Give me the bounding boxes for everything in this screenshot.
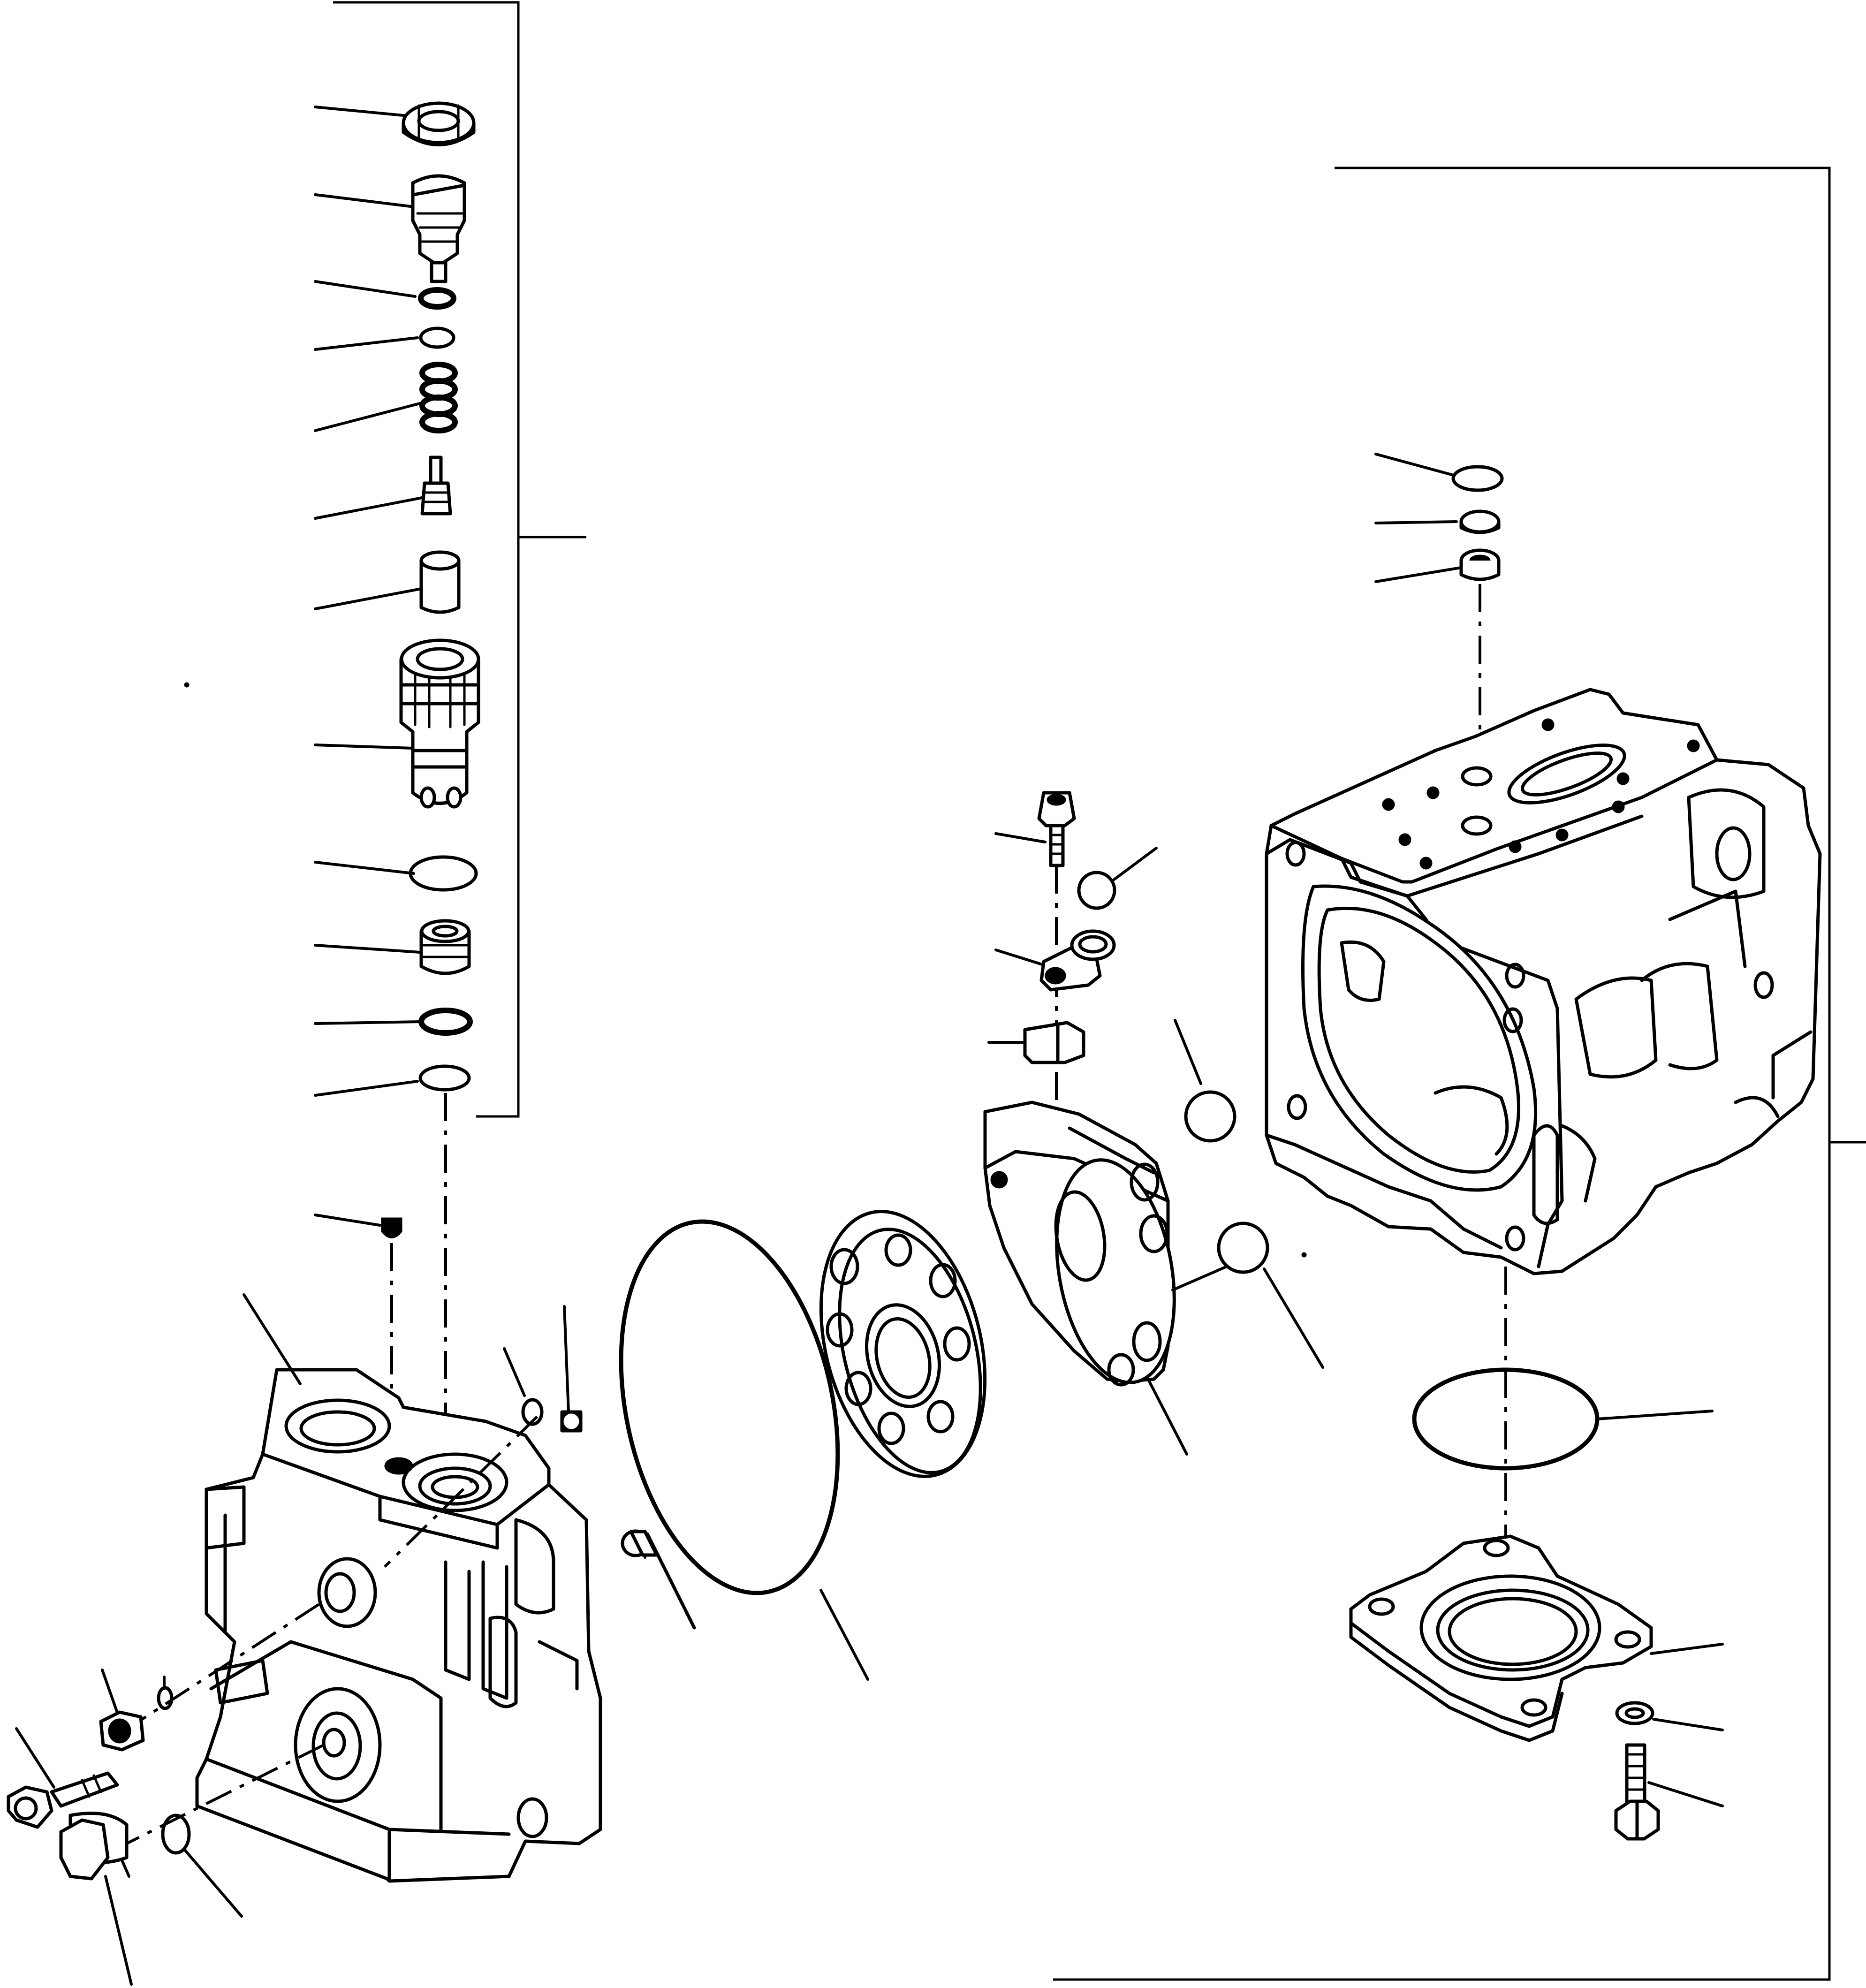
relief-valve-assembly (314, 101, 480, 1464)
part-cradle-ball-1 (1077, 847, 1158, 910)
part-poppet (314, 455, 452, 520)
lead-housing (243, 1293, 302, 1385)
part-flange-washer (1615, 1701, 1724, 1731)
part-backup-ring-1 (314, 326, 455, 351)
part-spring (314, 362, 458, 433)
bracket-pump-case (1053, 167, 1866, 1981)
part-drain-plug-oring (161, 1813, 243, 1918)
part-cradle-ball-3 (1171, 1222, 1324, 1369)
part-drain-plug (59, 1812, 133, 1986)
part-mounting-flange (1349, 1534, 1724, 1742)
part-plug (314, 919, 471, 975)
bracket-relief-valve (333, 1, 586, 1118)
part-housing-pin (560, 1305, 583, 1433)
part-cradle-lever (994, 929, 1116, 992)
part-case-washer (1374, 509, 1501, 534)
part-valve-plate (819, 1210, 987, 1478)
part-small-plug (314, 1214, 402, 1468)
part-fitting-nut (99, 1669, 145, 1752)
part-cradle-pin (987, 1021, 1085, 1064)
part-housing-oring (503, 1347, 544, 1426)
part-fitting-oring (157, 1676, 174, 1710)
part-large-gasket (619, 1219, 869, 1681)
stray-mark (1301, 1252, 1307, 1258)
part-case-oring-large (1412, 1367, 1714, 1471)
part-oring-1 (314, 280, 456, 310)
part-oring-2 (314, 855, 478, 892)
part-valve-body (314, 638, 480, 809)
end-cover-housing (7, 1214, 696, 1986)
part-cradle-bolt (994, 791, 1076, 1126)
part-flange-bolt (1614, 1743, 1724, 1841)
main-pump-case (1265, 453, 1822, 1642)
part-bolt-long (7, 1727, 119, 1829)
part-case-oring (1374, 453, 1504, 492)
part-sleeve (314, 550, 461, 614)
part-cradle-ball-2 (1174, 1019, 1236, 1143)
part-adjusting-screw (314, 174, 466, 283)
part-backup-ring-2 (314, 1064, 471, 1097)
part-housing-dowel (621, 1529, 696, 1630)
swash-plate-assembly (983, 791, 1324, 1456)
lead-cradle (1145, 1375, 1188, 1456)
part-cap-nut (314, 101, 476, 146)
part-case-plug (1374, 548, 1501, 826)
stray-mark (184, 682, 190, 688)
part-oring-3 (314, 1008, 473, 1036)
